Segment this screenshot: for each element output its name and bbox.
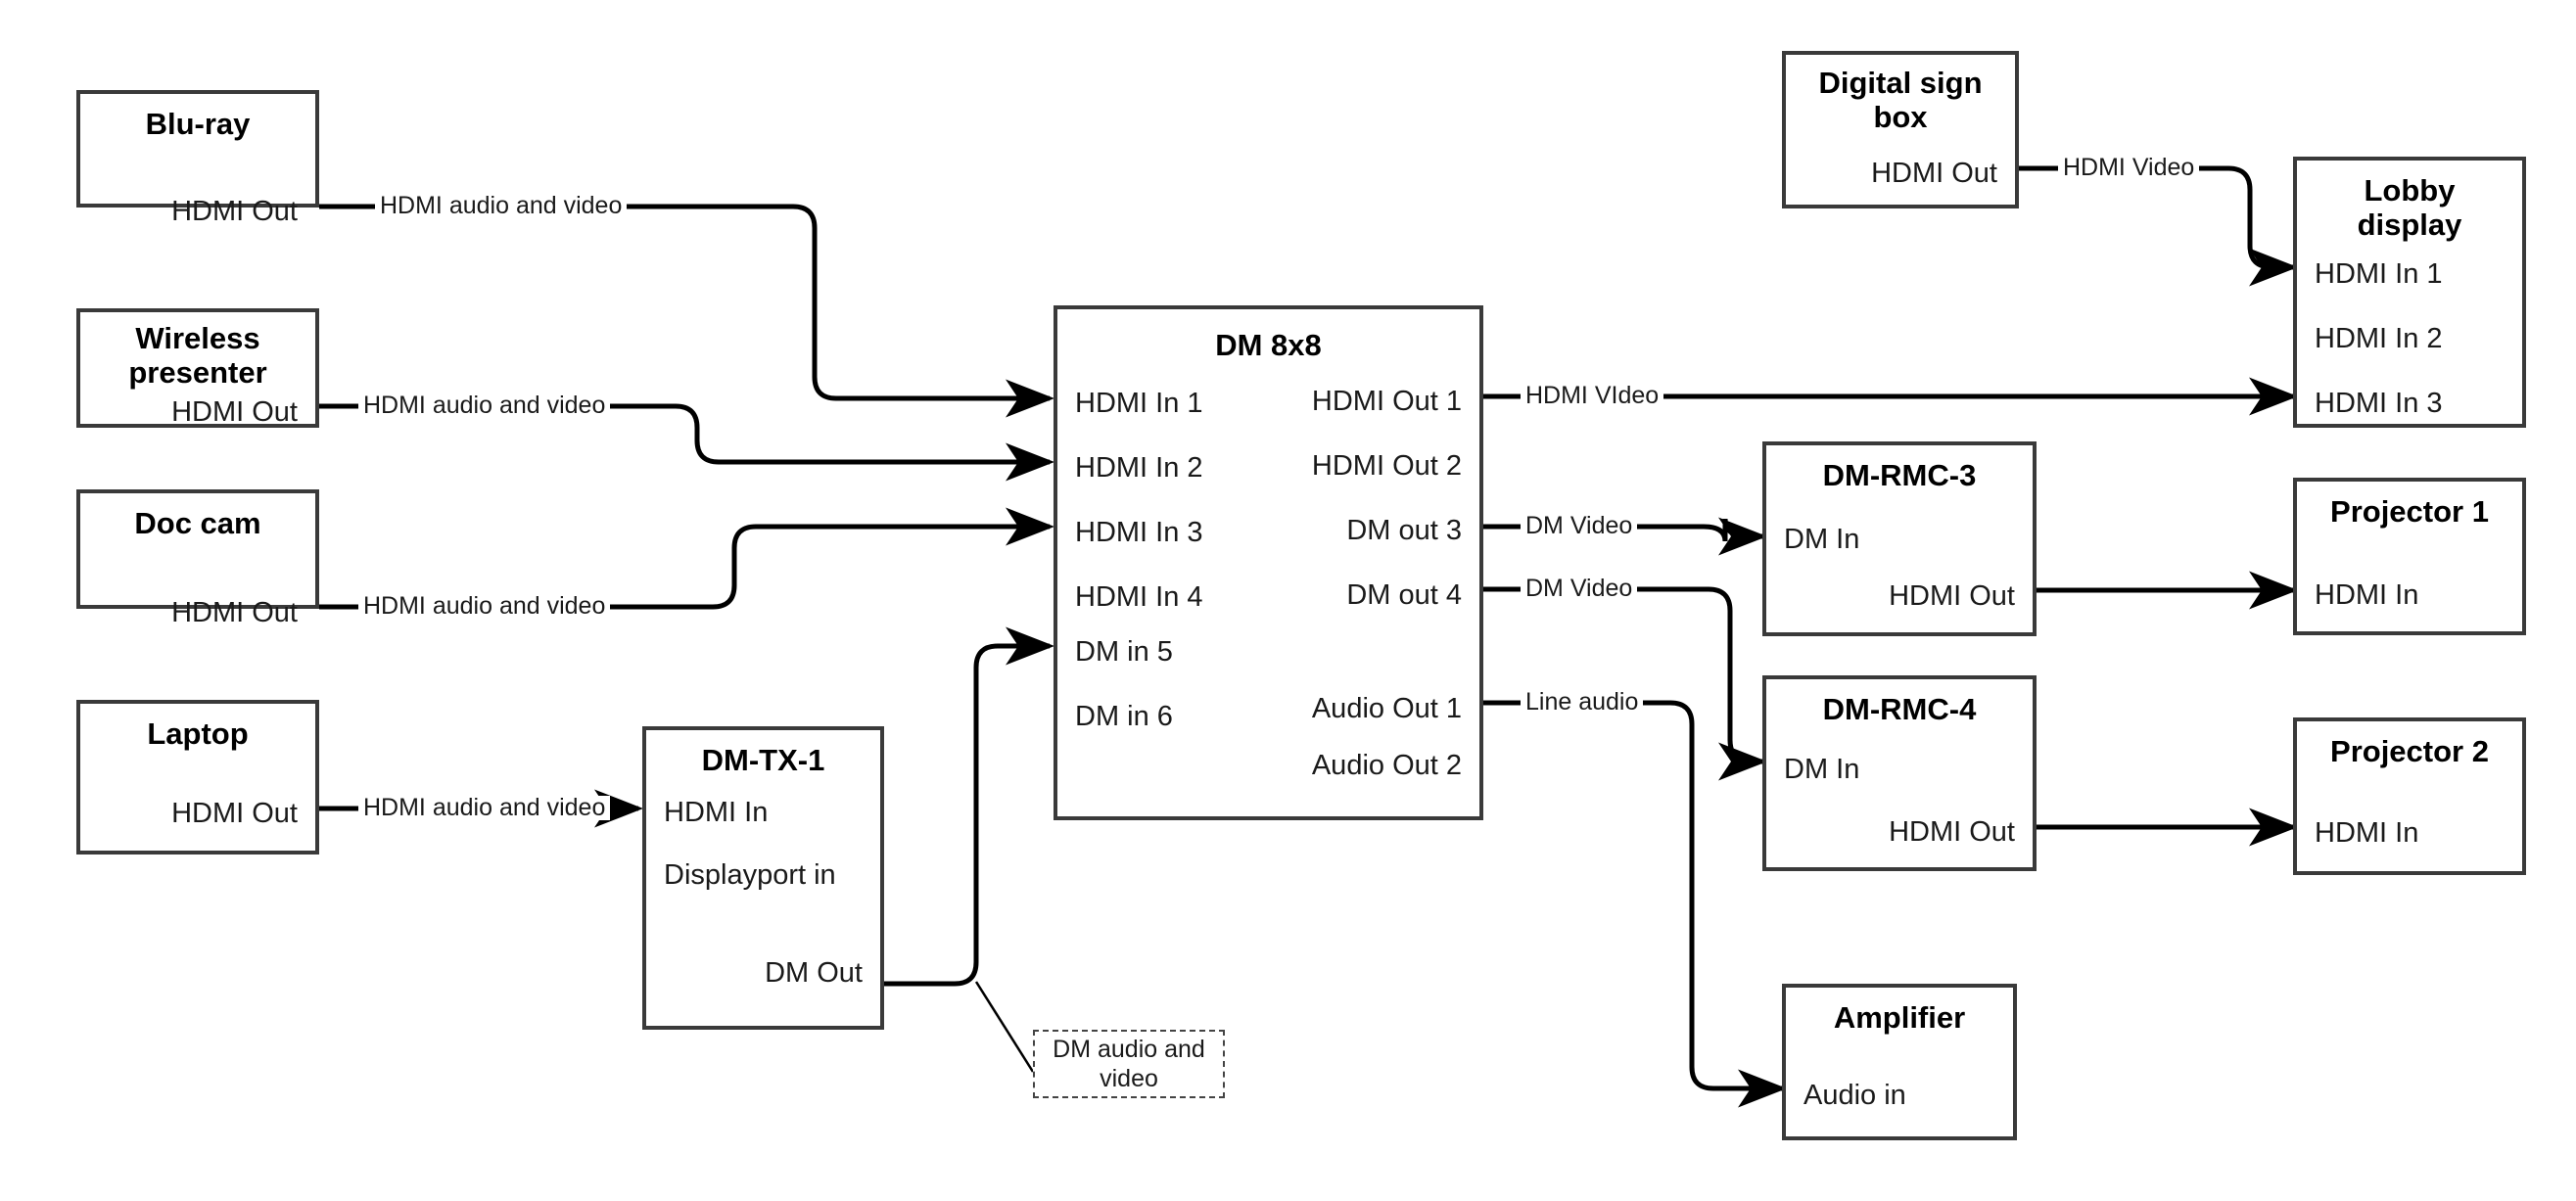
node-wireless-presenter-port-hdmi-out: HDMI Out [171,396,298,428]
edge-label-dmout3-to-rmc3: DM Video [1521,514,1638,538]
node-dm-8x8[interactable]: DM 8x8 HDMI In 1 HDMI In 2 HDMI In 3 HDM… [1054,305,1483,820]
node-dm-8x8-input-dm-in-5: DM in 5 [1075,636,1173,668]
edge-tx-to-dm-in-5 [884,626,1054,987]
node-lobby-display-input-hdmi-in-3: HDMI In 3 [2315,388,2443,419]
node-wireless-presenter[interactable]: Wireless presenter HDMI Out [76,308,319,428]
node-laptop-port-hdmi-out: HDMI Out [171,798,298,829]
node-lobby-display[interactable]: Lobby display HDMI In 1 HDMI In 2 HDMI I… [2293,157,2526,428]
node-projector-1-title: Projector 1 [2330,494,2489,529]
note-dm-audio-and-video: DM audio and video [1033,1030,1225,1098]
edge-label-laptop-to-tx: HDMI audio and video [358,796,611,820]
node-dm-rmc-4-port-hdmi-out: HDMI Out [1889,816,2015,848]
node-dm-8x8-input-hdmi-in-3: HDMI In 3 [1075,517,1203,548]
node-dm-8x8-input-hdmi-in-2: HDMI In 2 [1075,452,1203,484]
node-dm-rmc-3-port-dm-in: DM In [1784,524,1860,555]
node-projector-2[interactable]: Projector 2 HDMI In [2293,717,2526,875]
node-dm-rmc-3-title: DM-RMC-3 [1822,458,1977,492]
node-dm-rmc-4-port-dm-in: DM In [1784,754,1860,785]
node-dm-tx-1-title: DM-TX-1 [701,743,825,777]
edge-sign-to-lobby-in-1 [2193,165,2298,287]
note-leader-line [974,981,1035,1073]
node-wireless-presenter-title: Wireless presenter [128,321,267,390]
node-doc-cam-port-hdmi-out: HDMI Out [171,597,298,628]
node-digital-sign-box-port-hdmi-out: HDMI Out [1871,158,1997,189]
node-dm-rmc-4[interactable]: DM-RMC-4 DM In HDMI Out [1762,675,2037,871]
node-dm-8x8-input-dm-in-6: DM in 6 [1075,701,1173,732]
node-dm-8x8-output-hdmi-out-2: HDMI Out 2 [1311,450,1462,482]
node-dm-8x8-output-audio-out-1: Audio Out 1 [1311,693,1462,724]
node-dm-tx-1-port-hdmi-in: HDMI In [664,797,769,828]
node-digital-sign-box[interactable]: Digital sign box HDMI Out [1782,51,2019,208]
node-dm-rmc-4-title: DM-RMC-4 [1822,692,1977,726]
edge-label-hdmiout1-to-lobby: HDMI VIdeo [1521,384,1664,408]
node-dm-tx-1-port-displayport-in: Displayport in [664,859,836,891]
edge-bluray-to-hdmi-in-1 [595,204,1054,418]
node-dm-rmc-3[interactable]: DM-RMC-3 DM In HDMI Out [1762,441,2037,636]
edge-label-dmout4-to-rmc4: DM Video [1521,577,1638,601]
edge-label-wireless-to-dm: HDMI audio and video [358,393,611,418]
node-doc-cam-title: Doc cam [134,506,261,540]
node-dm-8x8-output-dm-out-3: DM out 3 [1346,515,1462,546]
node-lobby-display-input-hdmi-in-2: HDMI In 2 [2315,323,2443,354]
node-laptop[interactable]: Laptop HDMI Out [76,700,319,855]
node-dm-8x8-input-hdmi-in-4: HDMI In 4 [1075,581,1203,613]
node-dm-8x8-output-audio-out-2: Audio Out 2 [1311,750,1462,781]
node-bluray-port-hdmi-out: HDMI Out [171,196,298,227]
node-bluray[interactable]: Blu-ray HDMI Out [76,90,319,227]
node-dm-8x8-title: DM 8x8 [1215,328,1322,362]
node-laptop-title: Laptop [147,716,249,751]
node-projector-2-port-hdmi-in: HDMI In [2315,817,2419,849]
node-projector-1-port-hdmi-in: HDMI In [2315,579,2419,611]
node-dm-rmc-3-port-hdmi-out: HDMI Out [1889,580,2015,612]
edge-audioout1-to-amp [1627,700,1787,1108]
edge-dmout4-to-rmc4 [1628,586,1767,781]
edge-label-doccam-to-dm: HDMI audio and video [358,594,611,619]
node-amplifier[interactable]: Amplifier Audio in [1782,984,2017,1140]
node-dm-tx-1[interactable]: DM-TX-1 HDMI In Displayport in DM Out [642,726,884,1030]
node-projector-2-title: Projector 2 [2330,734,2489,768]
node-dm-8x8-output-dm-out-4: DM out 4 [1346,579,1462,611]
node-digital-sign-box-title: Digital sign box [1818,66,1983,134]
edge-wireless-to-hdmi-in-2 [609,403,1054,482]
node-amplifier-title: Amplifier [1833,1000,1966,1035]
edge-dmout3-to-rmc3 [1628,517,1767,556]
node-projector-1[interactable]: Projector 1 HDMI In [2293,478,2526,635]
node-doc-cam[interactable]: Doc cam HDMI Out [76,489,319,628]
node-dm-8x8-output-hdmi-out-1: HDMI Out 1 [1311,386,1462,417]
node-lobby-display-title: Lobby display [2357,173,2462,242]
edge-label-sign-to-lobby: HDMI Video [2058,156,2200,180]
edge-label-audioout1-to-amp: Line audio [1521,690,1644,715]
node-lobby-display-input-hdmi-in-1: HDMI In 1 [2315,258,2443,290]
edge-label-bluray-to-dm: HDMI audio and video [375,194,628,218]
node-bluray-title: Blu-ray [145,107,251,141]
node-amplifier-port-audio-in: Audio in [1803,1080,1906,1111]
node-dm-8x8-input-hdmi-in-1: HDMI In 1 [1075,388,1203,419]
node-dm-tx-1-port-dm-out: DM Out [765,957,863,989]
edge-doccam-to-hdmi-in-3 [609,507,1054,610]
